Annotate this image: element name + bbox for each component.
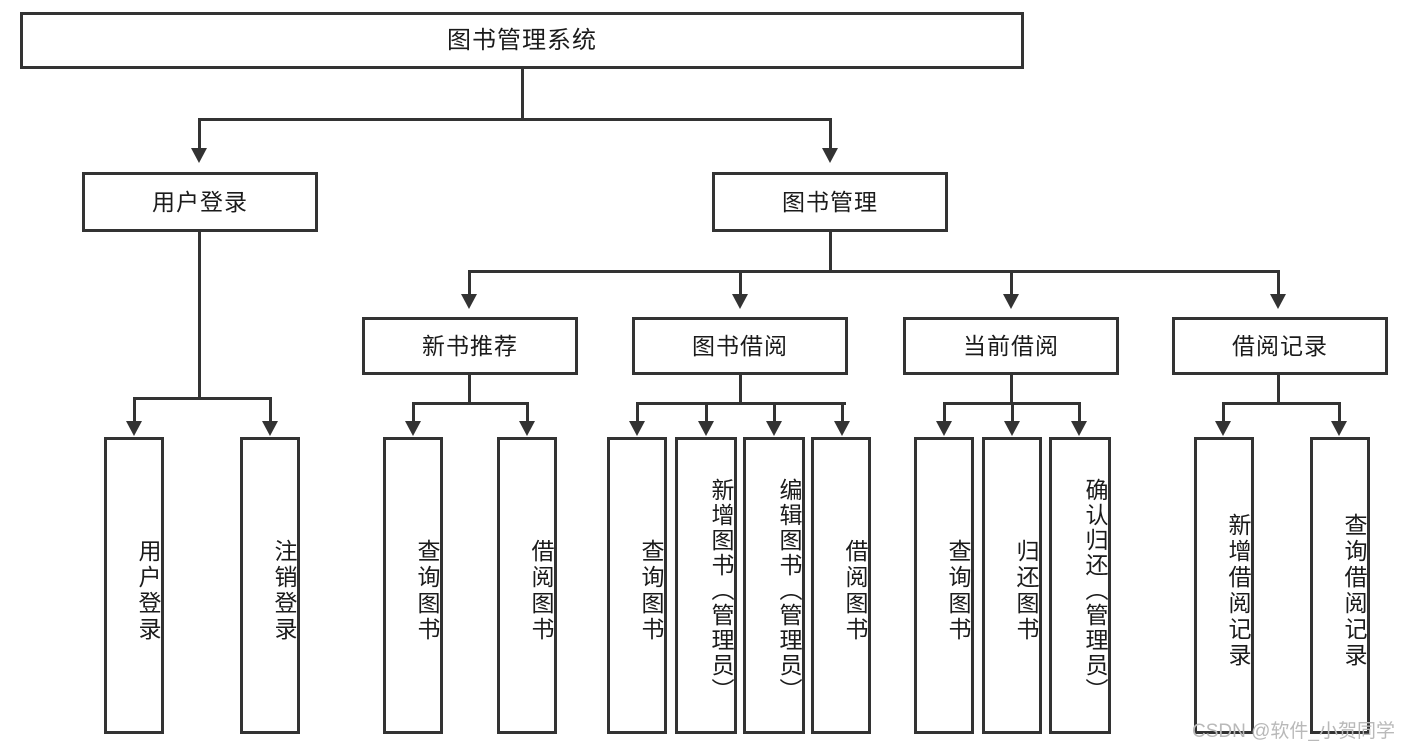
node-label: 借阅图书: [528, 538, 554, 643]
arrowhead-borrow-record-leaf1: [1215, 421, 1231, 436]
leaf-user-login-logout[interactable]: 注销登录: [240, 437, 300, 734]
leaf-current-borrow-return-book[interactable]: 归还图书: [982, 437, 1042, 734]
connector-level3-bus: [468, 270, 1280, 273]
connector-current-borrow-stem: [1010, 375, 1013, 402]
leaf-borrow-record-add-record[interactable]: 新增借阅记录: [1194, 437, 1254, 734]
node-label: 归还图书: [1013, 538, 1039, 643]
node-label: 新增借阅记录: [1225, 512, 1251, 669]
connector-user-login-stem: [198, 232, 201, 397]
connector-current-borrow-leaf1: [943, 402, 946, 422]
arrowhead-current-borrow-leaf1: [936, 421, 952, 436]
arrowhead-book-borrow-leaf2: [698, 421, 714, 436]
arrowhead-book-borrow-leaf3: [766, 421, 782, 436]
leaf-user-login-login[interactable]: 用户登录: [104, 437, 164, 734]
node-label: 借阅图书: [842, 538, 868, 643]
node-label: 用户登录: [135, 538, 161, 643]
leaf-book-borrow-borrow-book[interactable]: 借阅图书: [811, 437, 871, 734]
leaf-current-borrow-confirm-return-admin[interactable]: 确认归还（管理员）: [1049, 437, 1111, 734]
connector-book-borrow-leaf3: [773, 402, 776, 422]
connector-to-book-borrow: [739, 270, 742, 295]
connector-root-bus: [198, 118, 832, 121]
arrowhead-new-book-leaf1: [405, 421, 421, 436]
node-user-login[interactable]: 用户登录: [82, 172, 318, 232]
node-book-management[interactable]: 图书管理: [712, 172, 948, 232]
node-label: 用户登录: [152, 188, 248, 215]
connector-borrow-record-leaf1: [1222, 402, 1225, 422]
node-label: 查询借阅记录: [1341, 512, 1367, 669]
leaf-new-book-query-book[interactable]: 查询图书: [383, 437, 443, 734]
arrowhead-current-borrow-leaf2: [1004, 421, 1020, 436]
node-label: 新增图书（管理员）: [708, 478, 734, 703]
connector-new-book-bus: [412, 402, 529, 405]
arrowhead-to-borrow-record: [1270, 294, 1286, 309]
node-current-borrow[interactable]: 当前借阅: [903, 317, 1119, 375]
connector-to-user-login: [198, 118, 201, 149]
arrowhead-to-book-borrow: [732, 294, 748, 309]
leaf-current-borrow-query-book[interactable]: 查询图书: [914, 437, 974, 734]
connector-book-borrow-stem: [739, 375, 742, 402]
arrowhead-to-current-borrow: [1003, 294, 1019, 309]
arrowhead-to-book-management: [822, 148, 838, 163]
connector-new-book-leaf1: [412, 402, 415, 422]
arrowhead-to-new-book: [461, 294, 477, 309]
arrowhead-borrow-record-leaf2: [1331, 421, 1347, 436]
node-label: 图书管理系统: [447, 26, 597, 54]
connector-borrow-record-stem: [1277, 375, 1280, 402]
arrowhead-book-borrow-leaf1: [629, 421, 645, 436]
node-borrow-record[interactable]: 借阅记录: [1172, 317, 1388, 375]
arrowhead-current-borrow-leaf3: [1071, 421, 1087, 436]
arrowhead-new-book-leaf2: [519, 421, 535, 436]
node-root-book-management-system[interactable]: 图书管理系统: [20, 12, 1024, 69]
node-label: 当前借阅: [963, 332, 1059, 359]
leaf-borrow-record-query-record[interactable]: 查询借阅记录: [1310, 437, 1370, 734]
leaf-book-borrow-add-book-admin[interactable]: 新增图书（管理员）: [675, 437, 737, 734]
connector-book-borrow-leaf4: [841, 402, 844, 422]
arrowhead-user-login-leaf2: [262, 421, 278, 436]
connector-new-book-leaf2: [526, 402, 529, 422]
node-label: 查询图书: [945, 538, 971, 643]
connector-current-borrow-leaf2: [1011, 402, 1014, 422]
arrowhead-user-login-leaf1: [126, 421, 142, 436]
connector-book-borrow-bus: [636, 402, 846, 405]
connector-book-management-stem: [829, 232, 832, 270]
connector-current-borrow-leaf3: [1078, 402, 1081, 422]
connector-root-stem: [521, 69, 524, 118]
node-label: 新书推荐: [422, 332, 518, 359]
connector-borrow-record-leaf2: [1338, 402, 1341, 422]
node-label: 图书管理: [782, 188, 878, 215]
leaf-new-book-borrow-book[interactable]: 借阅图书: [497, 437, 557, 734]
node-book-borrow[interactable]: 图书借阅: [632, 317, 848, 375]
connector-to-new-book: [468, 270, 471, 295]
node-new-book-recommend[interactable]: 新书推荐: [362, 317, 578, 375]
leaf-book-borrow-query-book[interactable]: 查询图书: [607, 437, 667, 734]
connector-book-borrow-leaf1: [636, 402, 639, 422]
connector-to-current-borrow: [1010, 270, 1013, 295]
arrowhead-book-borrow-leaf4: [834, 421, 850, 436]
leaf-book-borrow-edit-book-admin[interactable]: 编辑图书（管理员）: [743, 437, 805, 734]
connector-book-borrow-leaf2: [705, 402, 708, 422]
connector-new-book-stem: [468, 375, 471, 402]
connector-to-borrow-record: [1277, 270, 1280, 295]
node-label: 编辑图书（管理员）: [776, 478, 802, 703]
node-label: 图书借阅: [692, 332, 788, 359]
arrowhead-to-user-login: [191, 148, 207, 163]
node-label: 借阅记录: [1232, 332, 1328, 359]
connector-user-login-leaf1: [133, 397, 136, 422]
connector-user-login-bus: [133, 397, 271, 400]
connector-to-book-management: [829, 118, 832, 149]
node-label: 查询图书: [414, 538, 440, 643]
node-label: 查询图书: [638, 538, 664, 643]
node-label: 确认归还（管理员）: [1082, 478, 1108, 703]
node-label: 注销登录: [271, 538, 297, 643]
connector-user-login-leaf2: [269, 397, 272, 422]
connector-borrow-record-bus: [1222, 402, 1341, 405]
